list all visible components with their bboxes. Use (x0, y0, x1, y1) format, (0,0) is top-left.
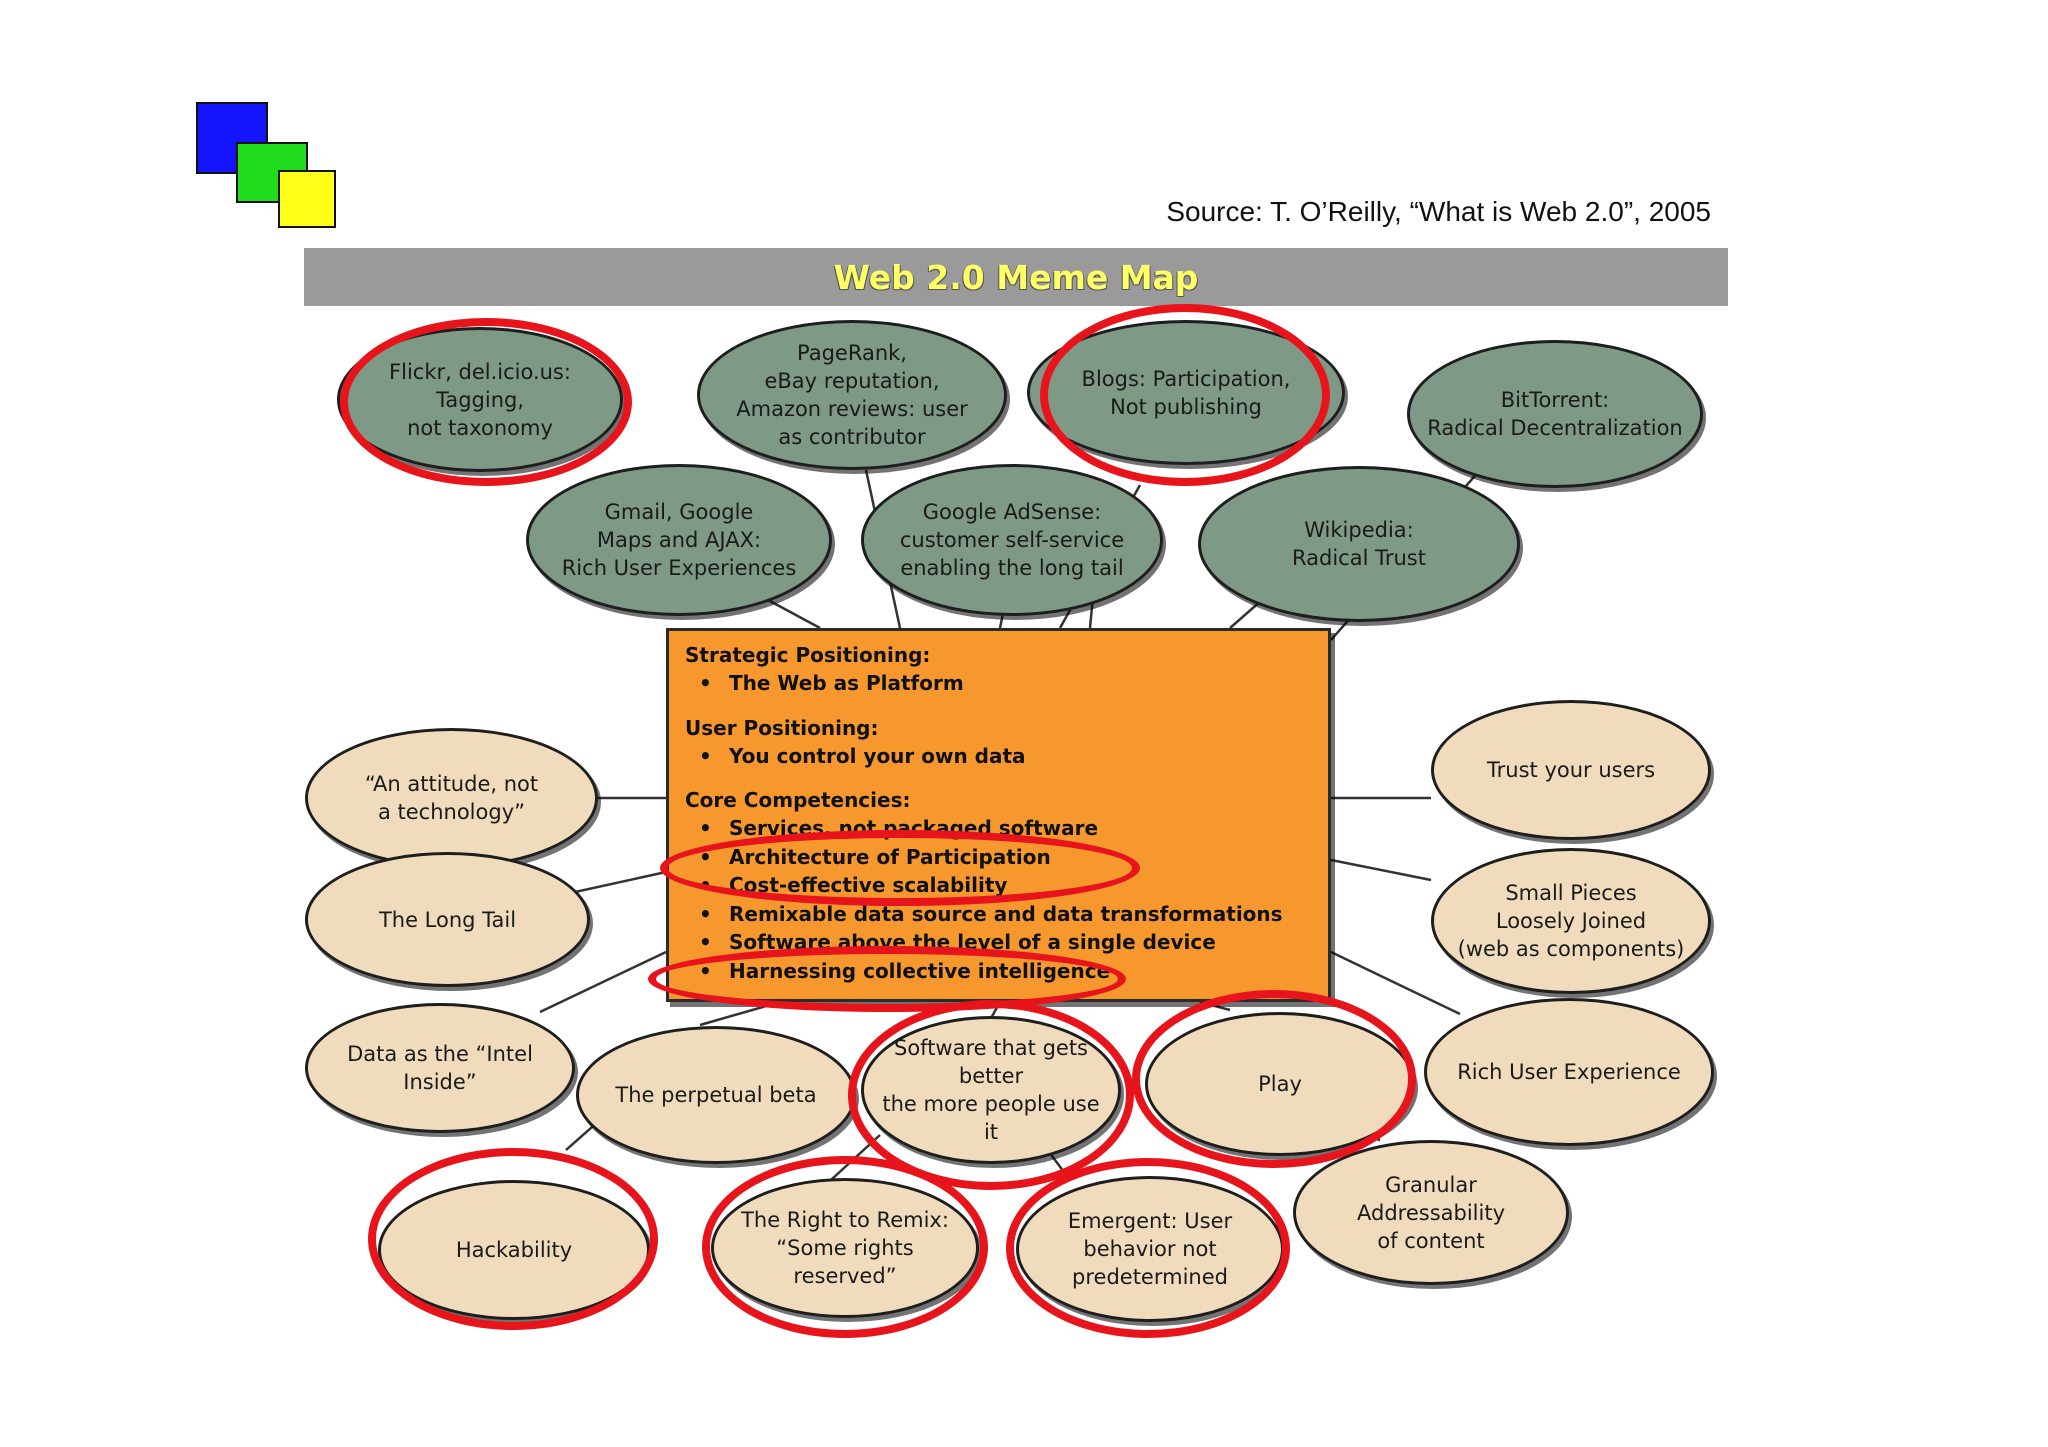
node-label: Hackability (455, 1238, 573, 1262)
node-label: Flickr, del.icio.us: Tagging, not taxono… (389, 359, 571, 440)
node-label: Emergent: User behavior not predetermine… (1067, 1209, 1233, 1289)
connector-line (767, 598, 821, 630)
node-label: Rich User Experience (1457, 1060, 1681, 1084)
node-label: Data as the “Intel Inside” (347, 1042, 533, 1094)
node-hackability: Hackability (378, 1180, 650, 1320)
node-label: The Long Tail (378, 907, 517, 932)
node-right-to-remix: The Right to Remix: “Some rights reserve… (711, 1178, 979, 1318)
node-blogs: Blogs: Participation, Not publishing (1027, 320, 1345, 465)
node-adsense: Google AdSense: customer self-service en… (861, 464, 1163, 616)
node-label: Trust your users (1486, 758, 1656, 782)
connector-line (1330, 858, 1432, 882)
core-competencies-box: Strategic Positioning: The Web as Platfo… (666, 628, 1331, 1002)
core-item: Services, not packaged software (685, 814, 1312, 843)
connector-line (539, 950, 667, 1014)
node-label: “An attitude, not a technology” (364, 772, 539, 824)
node-label: BitTorrent: Radical Decentralization (1427, 388, 1683, 440)
connector-line (1330, 950, 1461, 1016)
core-item: Harnessing collective intelligence (685, 957, 1312, 986)
connector-line (1229, 599, 1263, 629)
core-heading-strategic: Strategic Positioning: (685, 643, 931, 667)
node-label: Small Pieces Loosely Joined (web as comp… (1457, 881, 1685, 961)
node-wikipedia: Wikipedia: Radical Trust (1198, 466, 1520, 622)
logo-blue-square (196, 102, 268, 174)
diagram-title: Web 2.0 Meme Map (833, 257, 1199, 297)
core-heading-user: User Positioning: (685, 715, 879, 740)
node-attitude: “An attitude, not a technology” (305, 728, 598, 868)
node-label: Blogs: Participation, Not publishing (1081, 366, 1291, 419)
node-long-tail: The Long Tail (305, 852, 590, 987)
node-software-gets-better: Software that gets better the more peopl… (861, 1016, 1121, 1164)
node-label: Google AdSense: customer self-service en… (899, 500, 1125, 580)
node-label: Granular Addressability of content (1357, 1172, 1505, 1253)
node-emergent: Emergent: User behavior not predetermine… (1016, 1176, 1284, 1322)
logo-yellow-square (278, 170, 336, 228)
node-perpetual-beta: The perpetual beta (576, 1026, 856, 1164)
node-label: The Right to Remix: “Some rights reserve… (741, 1208, 949, 1288)
node-label: The perpetual beta (615, 1083, 817, 1107)
node-label: Gmail, Google Maps and AJAX: Rich User E… (561, 500, 797, 580)
node-gmail: Gmail, Google Maps and AJAX: Rich User E… (526, 464, 832, 616)
title-bar: Web 2.0 Meme Map (304, 248, 1728, 306)
core-item: You control your own data (685, 742, 1312, 771)
core-item: Cost-effective scalability (685, 871, 1312, 900)
core-item: Architecture of Participation (685, 843, 1312, 872)
core-heading-competencies: Core Competencies: (685, 788, 911, 812)
node-label: Software that gets better the more peopl… (882, 1036, 1100, 1144)
node-pagerank: PageRank, eBay reputation, Amazon review… (697, 320, 1007, 470)
node-small-pieces: Small Pieces Loosely Joined (web as comp… (1431, 848, 1711, 994)
core-item: Software above the level of a single dev… (685, 928, 1312, 957)
node-trust-users: Trust your users (1431, 700, 1711, 840)
source-citation: Source: T. O’Reilly, “What is Web 2.0”, … (1166, 196, 1711, 227)
node-label: Play (1258, 1072, 1302, 1096)
node-tagging: Flickr, del.icio.us: Tagging, not taxono… (337, 327, 623, 472)
node-play: Play (1145, 1012, 1415, 1156)
node-data-intel-inside: Data as the “Intel Inside” (305, 1003, 575, 1133)
core-item: Remixable data source and data transform… (685, 900, 1312, 929)
core-item: The Web as Platform (685, 669, 1312, 698)
connector-line (699, 1000, 781, 1027)
node-bittorrent: BitTorrent: Radical Decentralization (1407, 340, 1703, 488)
node-granular-addressability: Granular Addressability of content (1293, 1140, 1569, 1285)
node-rich-user-experience: Rich User Experience (1424, 998, 1714, 1146)
connector-line (574, 870, 667, 894)
node-label: Wikipedia: Radical Trust (1292, 518, 1426, 570)
connector-line (1199, 1000, 1231, 1012)
node-label: PageRank, eBay reputation, Amazon review… (736, 341, 968, 449)
